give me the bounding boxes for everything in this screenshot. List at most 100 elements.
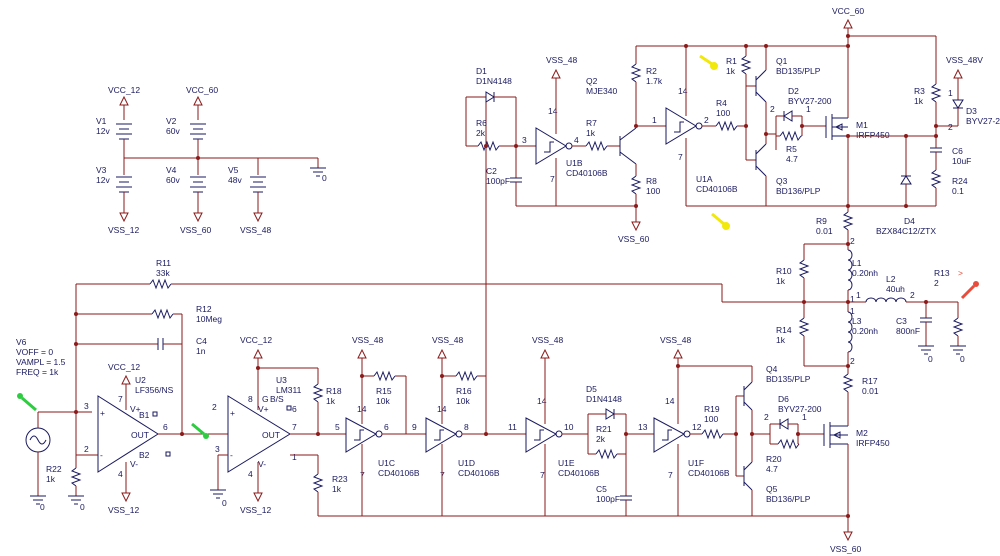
c4-value: 1n	[196, 346, 206, 356]
u1c-label: U1C	[378, 458, 395, 468]
u1a-pin14: 14	[678, 86, 688, 96]
r13-label: R13	[934, 268, 950, 278]
v5-label: V5	[228, 165, 239, 175]
u1b-pin3: 3	[522, 135, 527, 145]
r8-label: R8	[646, 176, 657, 186]
m1-value: IRFP450	[856, 130, 890, 140]
r15-value: 10k	[376, 396, 390, 406]
gnd-label-c: 0	[80, 502, 85, 512]
v6-name: V6	[16, 337, 27, 347]
d2-label: D2	[788, 86, 799, 96]
u1a-inverter	[665, 107, 697, 145]
r5-value: 4.7	[786, 154, 798, 164]
l1-label: L1	[852, 258, 862, 268]
voltage-probe-green-input[interactable]	[17, 393, 37, 412]
u3-bs: B/S	[270, 394, 284, 404]
d6-pin2: 2	[764, 412, 769, 422]
l2-value: 40uh	[886, 284, 905, 294]
r3-label: R3	[914, 86, 925, 96]
r4-value: 100	[716, 108, 730, 118]
gnd-label-a: 0	[322, 173, 327, 183]
d2-value: BYV27-200	[788, 96, 832, 106]
r11-value: 33k	[156, 268, 170, 278]
r17-label: R17	[862, 376, 878, 386]
vss48-label-b: VSS_48	[352, 335, 383, 345]
d4-label: D4	[904, 216, 915, 226]
u3-pin8: 8	[248, 394, 253, 404]
vss12-label-a: VSS_12	[108, 225, 139, 235]
c2-label: C2	[486, 166, 497, 176]
u1e-pin10: 10	[564, 422, 574, 432]
vss60-label-b: VSS_60	[830, 544, 861, 554]
r16-value: 10k	[456, 396, 470, 406]
vcc12-label-c: VCC_12	[240, 335, 272, 345]
u1c-value: CD40106B	[378, 468, 420, 478]
r19-value: 100	[704, 414, 718, 424]
u3-plus: +	[230, 408, 235, 418]
u2-opamp	[97, 395, 159, 473]
input-stage: V6 VOFF = 0 VAMPL = 1.5 FREQ = 1k 0 0 R2…	[16, 258, 722, 515]
voltage-probe-yellow-bottom[interactable]	[711, 212, 730, 230]
u3-g: G	[262, 394, 269, 404]
u3-pin4: 4	[248, 469, 253, 479]
r18-label: R18	[326, 386, 342, 396]
l3-label: L3	[852, 316, 862, 326]
u1b-value: CD40106B	[566, 168, 608, 178]
u3-minus: -	[230, 450, 233, 460]
v1-label: V1	[96, 116, 107, 126]
u1e-label: U1E	[558, 458, 575, 468]
low-side-driver: Q4 BD135/PLP Q5 BD136/PLP 2 1 D6 BYV27-2…	[734, 364, 890, 554]
r16-label: R16	[456, 386, 472, 396]
r22-label: R22	[46, 464, 62, 474]
q3-label: Q3	[776, 176, 788, 186]
u1f-pin7: 7	[668, 470, 673, 480]
d2-pin2: 2	[770, 104, 775, 114]
r9-label: R9	[816, 216, 827, 226]
v6-freq: FREQ = 1k	[16, 367, 59, 377]
voltage-probe-yellow-top[interactable]	[699, 54, 718, 70]
q5-value: BD136/PLP	[766, 494, 811, 504]
u2-value: LF356/NS	[135, 385, 174, 395]
r12-value: 10Meg	[196, 314, 222, 324]
u1b-label: U1B	[566, 158, 583, 168]
r4-label: R4	[716, 98, 727, 108]
comparator-stage: + - V+ V- OUT G B/S 8 4 7 1 3 6 U3 LM311…	[210, 335, 848, 517]
gnd-label-f: 0	[960, 354, 965, 364]
r11-label: R11	[156, 258, 171, 268]
l2-pin2: 2	[910, 290, 915, 300]
d6-value: BYV27-200	[778, 404, 822, 414]
u1a-pin2: 2	[704, 115, 709, 125]
gnd-label-b: 0	[40, 502, 45, 512]
c6-label: C6	[952, 146, 963, 156]
r15-label: R15	[376, 386, 392, 396]
u1a-pin7: 7	[678, 152, 683, 162]
vss48-label-a: VSS_48	[240, 225, 271, 235]
u2-vplus: V+	[130, 404, 141, 414]
voltage-probe-red-output[interactable]: >	[958, 268, 979, 300]
r17-value: 0.01	[862, 386, 879, 396]
vss48-label-e: VSS_48	[660, 335, 691, 345]
u1f-pin13: 13	[638, 422, 648, 432]
vss12-label-b: VSS_12	[108, 505, 139, 515]
u1f-inverter	[653, 417, 686, 453]
q2-label: Q2	[586, 76, 598, 86]
u1d-pin8: 8	[464, 422, 469, 432]
vss48v-label: VSS_48V	[946, 55, 983, 65]
vss48-label-f: VSS_48	[546, 55, 577, 65]
q5-label: Q5	[766, 484, 778, 494]
d3-pin2: 2	[948, 122, 953, 132]
voltage-probe-green-u2out[interactable]	[191, 422, 209, 439]
u3-pin1: 1	[292, 452, 297, 462]
vcc60-label-a: VCC_60	[186, 85, 218, 95]
u1c-inverter	[345, 417, 378, 453]
u1c-pin6: 6	[384, 422, 389, 432]
v3-value: 12v	[96, 175, 110, 185]
m2-value: IRFP450	[856, 438, 890, 448]
u2-vminus: V-	[130, 459, 138, 469]
u1e-pin7: 7	[540, 470, 545, 480]
r7-value: 1k	[586, 128, 596, 138]
d5-label: D5	[586, 384, 597, 394]
r24-label: R24	[952, 176, 968, 186]
r6-value: 2k	[476, 128, 486, 138]
